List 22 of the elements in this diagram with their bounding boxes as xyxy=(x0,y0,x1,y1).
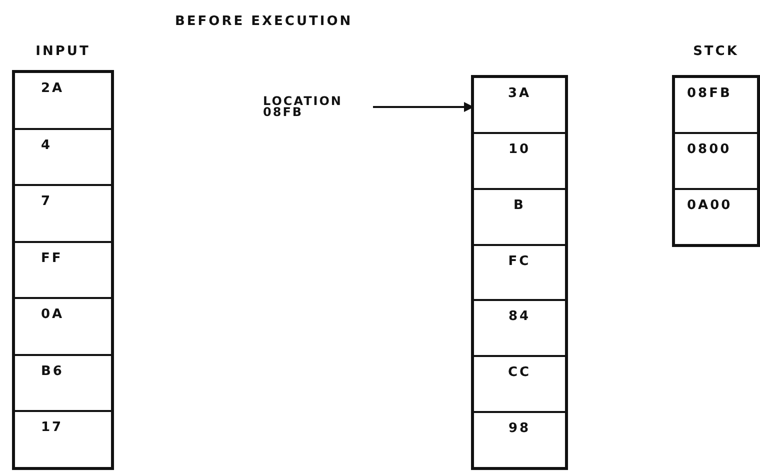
arrow xyxy=(373,102,474,112)
memory-cell: CC xyxy=(474,357,565,414)
diagram-title: BEFORE EXECUTION xyxy=(175,14,353,29)
memory-cell: 17 xyxy=(15,412,111,468)
memory-cell: B xyxy=(474,190,565,246)
memory-cell: 0800 xyxy=(675,134,757,190)
memory-cell: 98 xyxy=(474,413,565,468)
memory-cell: 0A xyxy=(15,299,111,356)
memory-cell: 10 xyxy=(474,134,565,190)
memory-cell: 3A xyxy=(474,78,565,134)
memory-cell: 84 xyxy=(474,301,565,358)
memory-cell: 7 xyxy=(15,186,111,243)
memory-cell: 2A xyxy=(15,73,111,130)
memory-cell: 08FB xyxy=(675,78,757,134)
column-heading: INPUT xyxy=(34,44,92,59)
memory-cell: 4 xyxy=(15,130,111,186)
column-heading: STCK xyxy=(692,44,740,59)
location-label: LOCATION 08FB xyxy=(263,96,373,118)
memory-cell: FF xyxy=(15,242,111,300)
memory-cell: FC xyxy=(474,246,565,302)
memory-cell: B6 xyxy=(15,356,111,412)
memory-cell: 0A00 xyxy=(675,190,757,244)
